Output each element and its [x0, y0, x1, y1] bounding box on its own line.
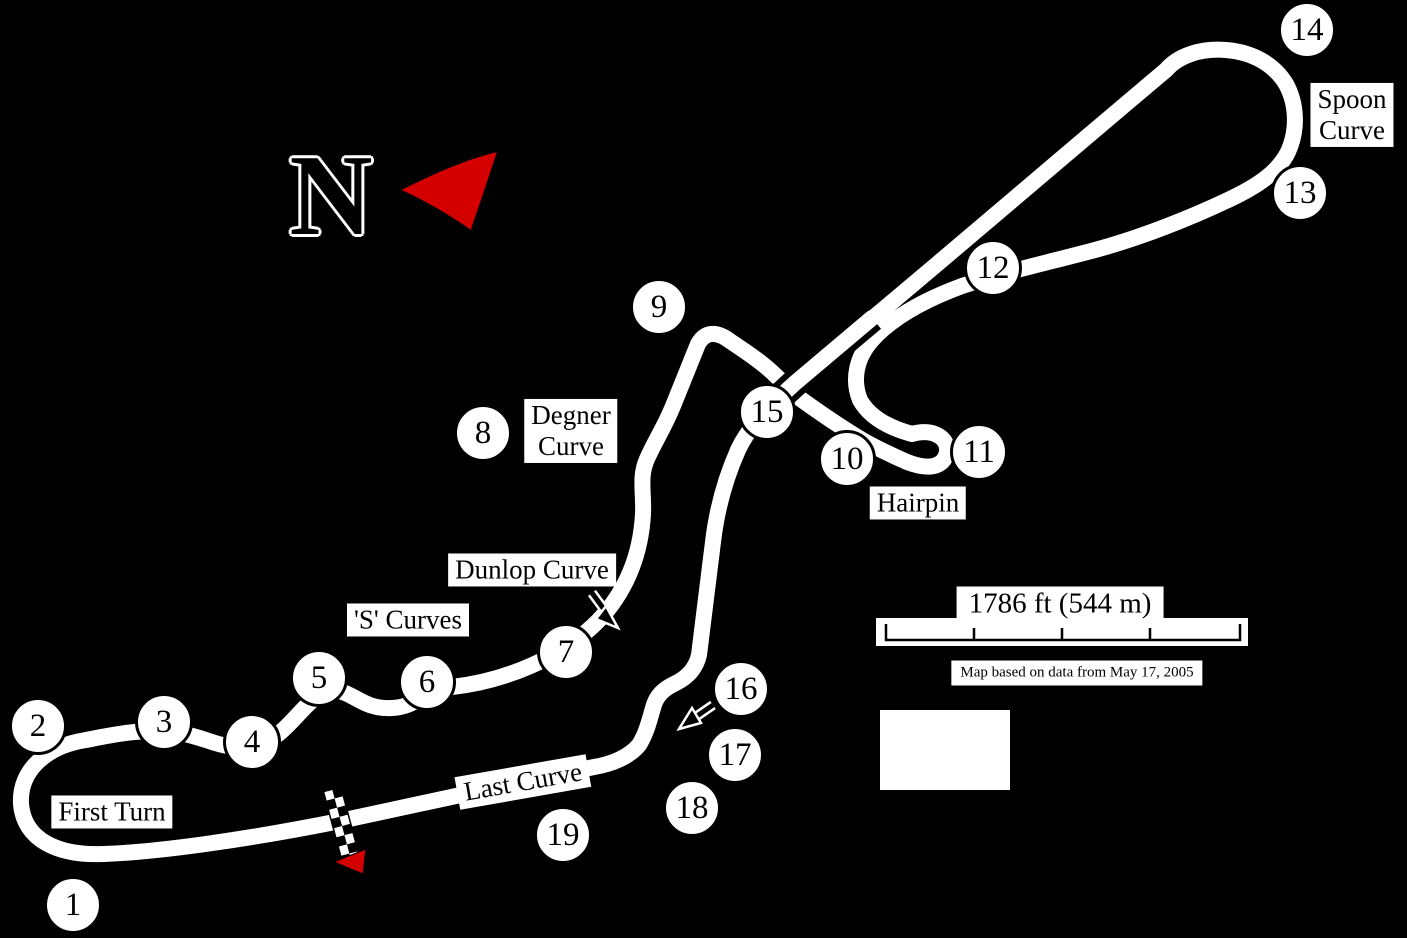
- corner-marker-5: 5: [290, 649, 348, 707]
- label-first-turn: First Turn: [51, 795, 173, 829]
- corner-marker-2: 2: [9, 697, 67, 755]
- attribution-text: Map based on data from May 17, 2005: [951, 660, 1203, 686]
- label-dunlop-curve: Dunlop Curve: [448, 553, 616, 587]
- label-hairpin: Hairpin: [869, 486, 967, 520]
- track-outline: [12, 41, 1303, 863]
- corner-marker-10: 10: [818, 430, 876, 488]
- corner-marker-9: 9: [630, 278, 688, 336]
- corner-marker-11: 11: [950, 423, 1008, 481]
- corner-marker-19: 19: [534, 806, 592, 864]
- corner-marker-15: 15: [738, 383, 796, 441]
- corner-marker-17: 17: [706, 726, 764, 784]
- north-letter: N: [289, 132, 373, 259]
- scale-label: 1786 ft (544 m): [956, 586, 1164, 622]
- chicane-pointer-arrow: [676, 700, 716, 732]
- scale-bar: [876, 618, 1248, 646]
- dunlop-pointer-arrow: [587, 590, 621, 631]
- unlabeled-box: [880, 710, 1010, 790]
- corner-marker-16: 16: [712, 660, 770, 718]
- start-direction-arrow: [332, 848, 367, 875]
- start-finish-flag: [322, 786, 362, 866]
- corner-marker-7: 7: [537, 623, 595, 681]
- corner-marker-13: 13: [1271, 164, 1329, 222]
- corner-marker-3: 3: [135, 693, 193, 751]
- corner-marker-14: 14: [1278, 1, 1336, 59]
- corner-marker-18: 18: [663, 779, 721, 837]
- corner-marker-6: 6: [398, 653, 456, 711]
- corner-marker-4: 4: [223, 713, 281, 771]
- corner-marker-1: 1: [44, 876, 102, 934]
- label-s-curves: 'S' Curves: [347, 603, 469, 637]
- north-arrow-icon: [398, 149, 500, 233]
- corner-marker-12: 12: [964, 239, 1022, 297]
- corner-marker-8: 8: [454, 404, 512, 462]
